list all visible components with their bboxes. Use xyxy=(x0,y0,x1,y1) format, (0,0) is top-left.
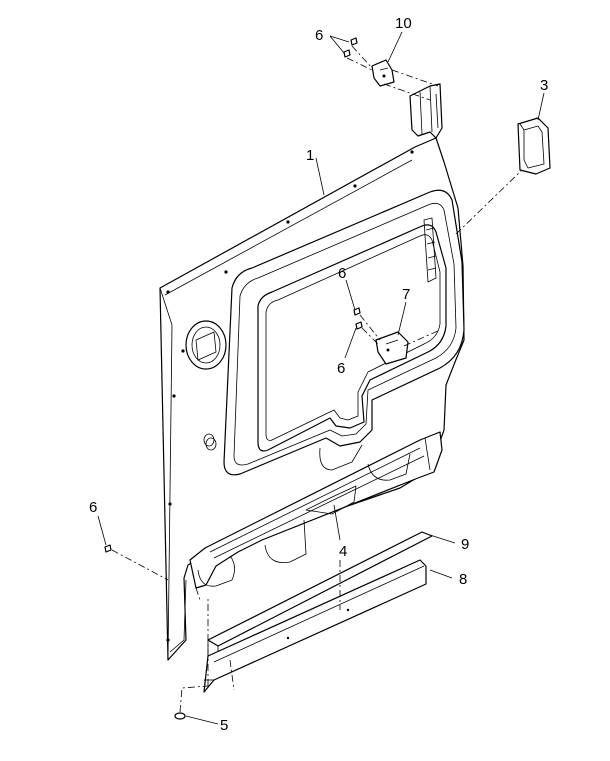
bracket-7 xyxy=(375,331,409,365)
round-cutout xyxy=(185,320,227,370)
callout-6-mid-upper: 6 xyxy=(338,265,346,282)
callout-8: 8 xyxy=(459,571,467,588)
callout-labels: 1 3 4 5 6 6 6 6 7 8 9 10 xyxy=(89,15,548,734)
assembly-lines xyxy=(111,45,523,713)
callout-9: 9 xyxy=(461,536,469,553)
callout-6-top: 6 xyxy=(315,27,323,44)
callout-4: 4 xyxy=(339,543,347,560)
fastener-screws xyxy=(104,37,363,720)
callout-6-left: 6 xyxy=(89,499,97,516)
lower-trim-panel xyxy=(189,431,443,589)
callout-3: 3 xyxy=(540,77,548,94)
handle-3 xyxy=(517,117,551,175)
small-hole xyxy=(203,433,217,451)
mounting-holes xyxy=(166,150,414,642)
leader-lines xyxy=(97,31,545,725)
callout-10: 10 xyxy=(395,15,412,32)
callout-7: 7 xyxy=(402,286,410,303)
angle-strip-8 xyxy=(203,559,427,693)
callout-1: 1 xyxy=(306,147,314,164)
bracket-10 xyxy=(371,59,395,87)
callout-6-mid-lower: 6 xyxy=(337,360,345,377)
callout-5: 5 xyxy=(220,717,228,734)
